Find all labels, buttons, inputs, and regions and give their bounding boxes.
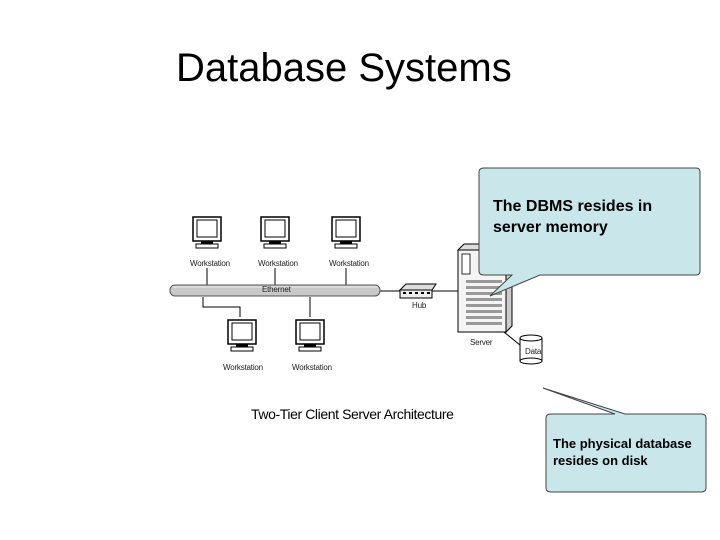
workstation-4-icon	[227, 319, 257, 352]
diagram-caption: Two-Tier Client Server Architecture	[251, 406, 454, 422]
workstation-3-label: Workstation	[329, 259, 369, 268]
workstation-2-label: Workstation	[258, 259, 298, 268]
callout-disk	[542, 387, 707, 493]
hub-label: Hub	[412, 301, 427, 310]
callout-disk-text: The physical database resides on disk	[553, 436, 692, 468]
ethernet-label: Ethernet	[262, 285, 291, 294]
workstation-1-label: Workstation	[190, 259, 230, 268]
workstation-5-icon	[295, 319, 325, 352]
workstation-2-icon	[260, 216, 290, 249]
server-label: Server	[470, 338, 493, 347]
ethernet-bus	[169, 284, 381, 297]
workstation-4-label: Workstation	[223, 363, 263, 372]
callout-server-memory-text: The DBMS resides in server memory	[493, 198, 653, 236]
workstation-1-icon	[192, 216, 222, 249]
database-icon	[519, 334, 543, 365]
data-label: Data	[525, 347, 542, 356]
slide-title: Database Systems	[176, 46, 512, 90]
callout-server-memory	[478, 167, 701, 297]
hub-icon	[398, 283, 437, 299]
workstation-5-label: Workstation	[292, 363, 332, 372]
workstation-3-icon	[331, 216, 361, 249]
